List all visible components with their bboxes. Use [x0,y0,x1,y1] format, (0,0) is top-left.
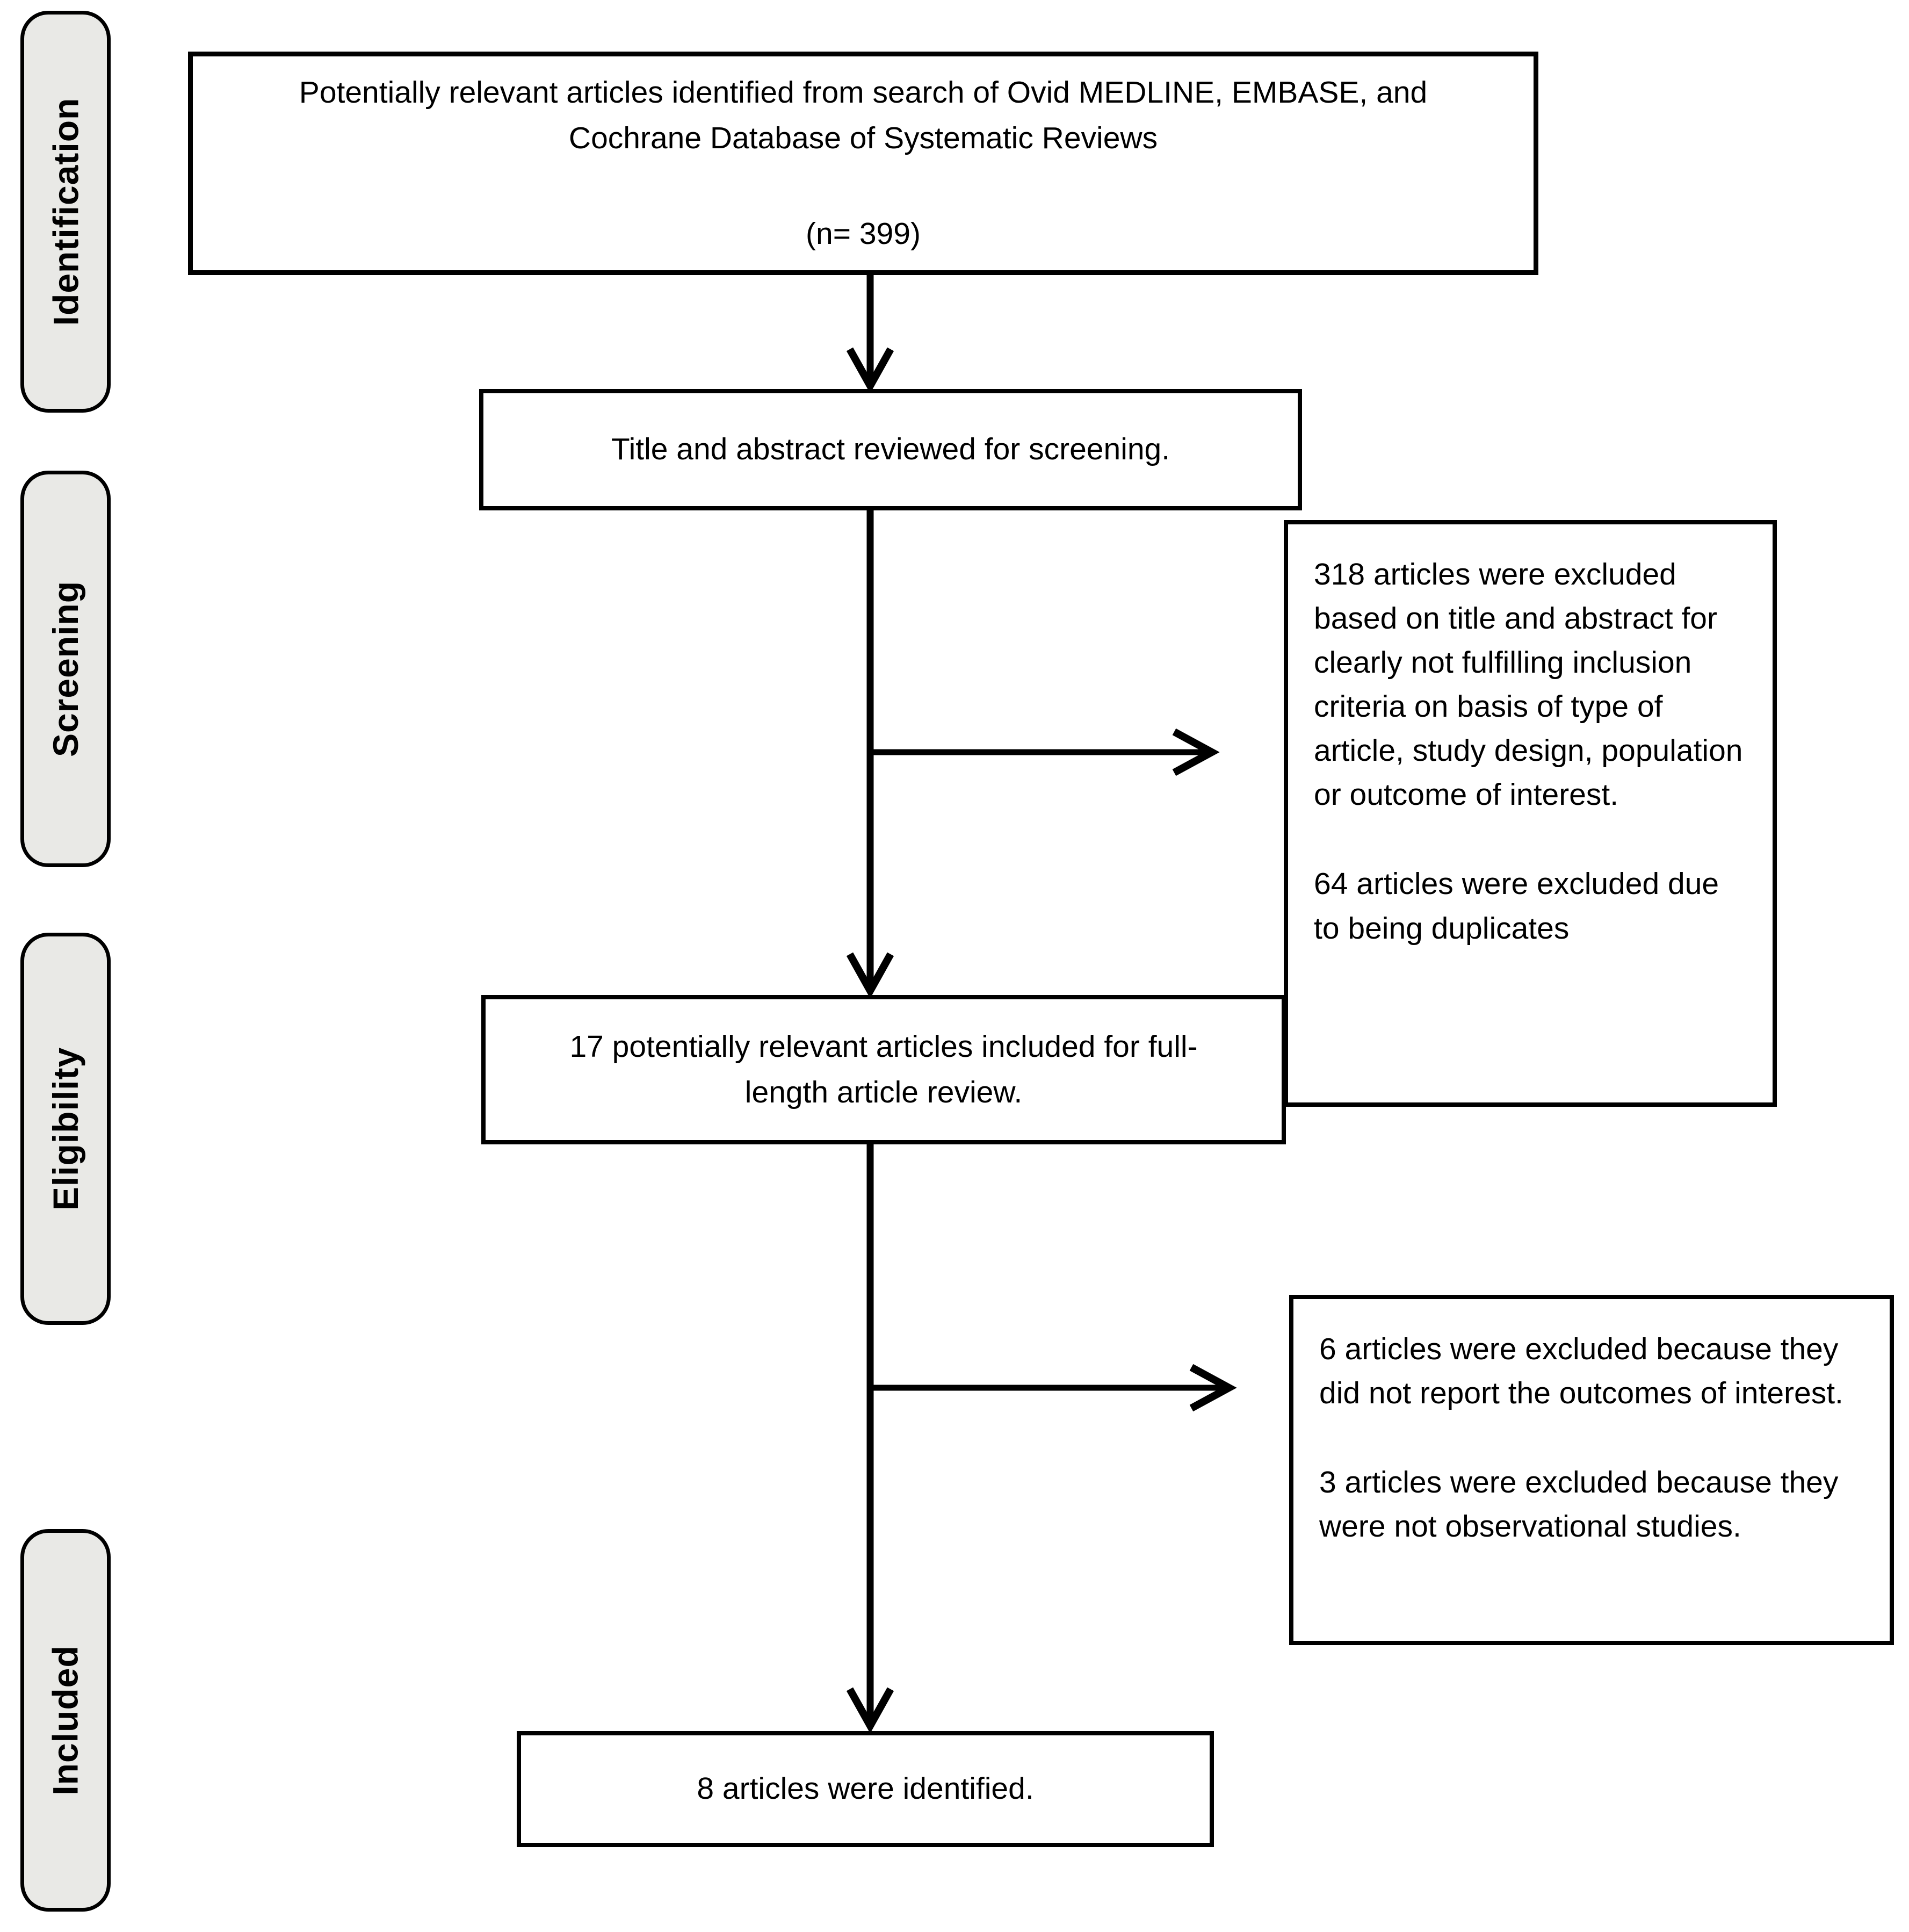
stage-label-screening: Screening [20,471,111,867]
box-title-abstract-screening: Title and abstract reviewed for screenin… [479,389,1302,510]
box-search-results-count: (n= 399) [806,216,921,251]
stage-label-included: Included [20,1529,111,1912]
box-exclusion-fulltext-p2: 3 articles were excluded because they we… [1319,1465,1839,1544]
arrow-down-identification-to-screening [846,275,894,394]
stage-label-eligibility: Eligibility [20,933,111,1325]
box-exclusion-screening: 318 articles were excluded based on titl… [1284,520,1777,1107]
stage-label-identification: Identification [20,11,111,413]
box-exclusion-fulltext: 6 articles were excluded because they di… [1289,1295,1894,1645]
box-exclusion-screening-p1: 318 articles were excluded based on titl… [1314,557,1743,812]
box-search-results: Potentially relevant articles identified… [188,52,1538,275]
arrow-down-fulltext-to-included [846,1144,894,1734]
stage-label-eligibility-text: Eligibility [46,1047,86,1211]
arrow-down-screening-to-fulltext [846,510,894,999]
box-exclusion-screening-p2: 64 articles were excluded due to being d… [1314,867,1719,946]
box-title-abstract-screening-text: Title and abstract reviewed for screenin… [611,432,1170,467]
box-search-results-text: Potentially relevant articles identified… [299,75,1428,156]
box-exclusion-fulltext-p1: 6 articles were excluded because they di… [1319,1332,1843,1411]
arrow-right-to-exclusion1 [870,728,1220,776]
box-fulltext-review-text: 17 potentially relevant articles include… [569,1029,1198,1110]
stage-label-identification-text: Identification [46,97,86,326]
stage-label-included-text: Included [46,1645,86,1796]
box-fulltext-review: 17 potentially relevant articles include… [481,995,1286,1144]
stage-label-screening-text: Screening [46,580,86,758]
box-included-articles-text: 8 articles were identified. [697,1771,1034,1806]
box-included-articles: 8 articles were identified. [517,1731,1214,1847]
arrow-right-to-exclusion2 [870,1364,1237,1412]
